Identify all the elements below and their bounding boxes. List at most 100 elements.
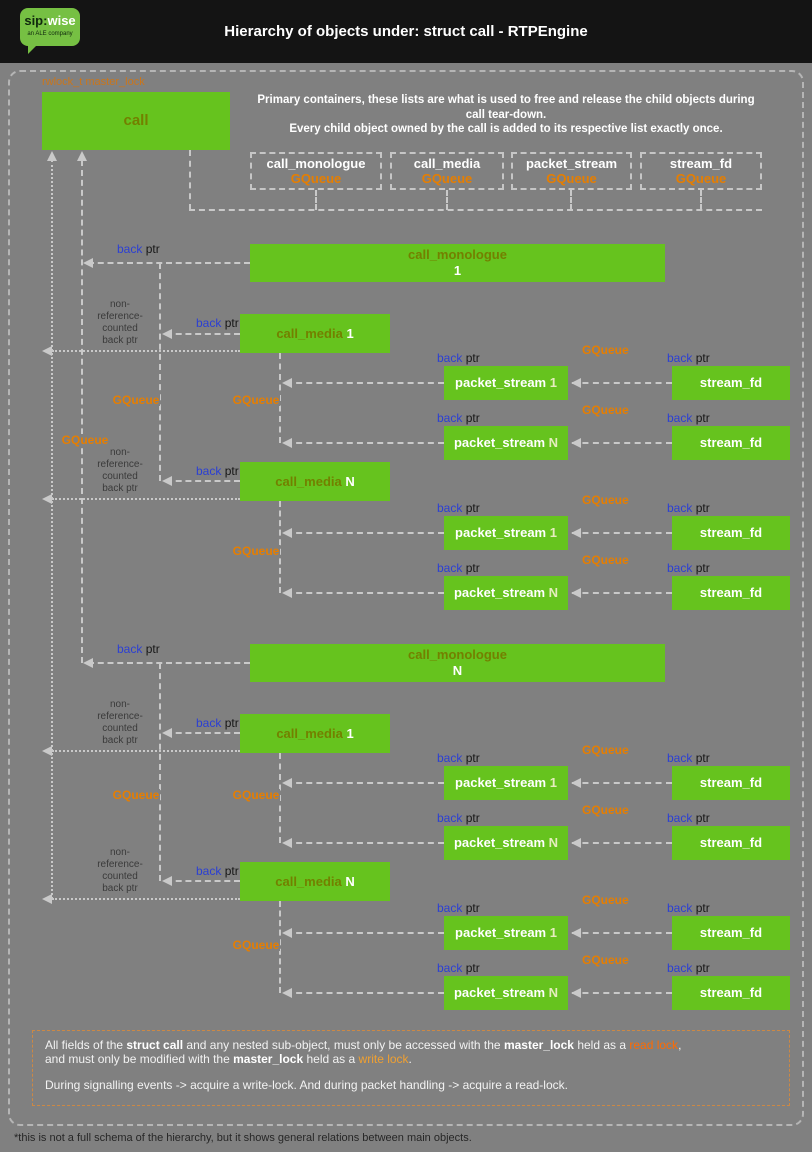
arrowhead-icon [42, 494, 52, 504]
intro-text: Primary containers, these lists are what… [248, 93, 764, 137]
header-bar: sip:wise an ALE company Hierarchy of obj… [0, 0, 812, 63]
packet-stream-n-box-b: packet_stream N [444, 576, 568, 610]
connector-line [286, 532, 444, 534]
arrowhead-icon [83, 658, 93, 668]
call-media-n-box-a: call_media N [240, 462, 390, 501]
connector-line [159, 263, 161, 481]
connector-line [166, 480, 240, 482]
logo-tagline: an ALE company [27, 30, 73, 37]
backptr-ps-na: back ptr [437, 411, 480, 425]
backptr-sf-8: back ptr [667, 961, 710, 975]
gqueue-ps-sf-4: GQueue [582, 553, 629, 567]
connector-line [572, 782, 672, 784]
arrowhead-icon [42, 346, 52, 356]
packet-stream-1-box-b: packet_stream 1 [444, 516, 568, 550]
notes-text: and must only be modified with the [45, 1051, 234, 1066]
backptr-ps-nb: back ptr [437, 561, 480, 575]
legend-type: GQueue [421, 171, 473, 186]
connector-line [286, 442, 444, 444]
logo-wordmark: sip:wise [24, 12, 76, 28]
arrowhead-icon [571, 988, 581, 998]
gqueue-ps-sf-1: GQueue [582, 343, 629, 357]
arrowhead-icon [571, 838, 581, 848]
arrowhead-icon [162, 476, 172, 486]
legend-packet-stream: packet_stream GQueue [511, 152, 632, 190]
connector-line [279, 353, 281, 443]
logo-speech-tail-icon [28, 45, 37, 54]
footnote: *this is not a full schema of the hierar… [14, 1132, 472, 1144]
connector-line [189, 150, 191, 210]
connector-line [52, 898, 240, 900]
intro-line-1: Primary containers, these lists are what… [257, 94, 755, 121]
arrowhead-icon [42, 894, 52, 904]
gqueue-media-streams-nb: GQueue [232, 938, 280, 952]
stream-fd-box-8: stream_fd [672, 976, 790, 1010]
gqueue-ps-sf-8: GQueue [582, 953, 629, 967]
connector-line [189, 209, 762, 211]
backptr-ps-nd: back ptr [437, 961, 480, 975]
gqueue-ps-sf-3: GQueue [582, 493, 629, 507]
logo-wise-text: wise [47, 12, 76, 28]
connector-line [572, 842, 672, 844]
notes-master-lock: master_lock [233, 1051, 304, 1066]
arrowhead-icon [571, 528, 581, 538]
master-lock-label: rwlock_t master_lock [42, 76, 145, 88]
connector-line [572, 532, 672, 534]
legend-type: GQueue [675, 171, 727, 186]
connector-line [700, 190, 702, 210]
legend-type: GQueue [546, 171, 597, 186]
connector-line [572, 442, 672, 444]
packet-stream-n-box-a: packet_stream N [444, 426, 568, 460]
connector-line [572, 932, 672, 934]
connector-line [279, 753, 281, 843]
packet-stream-1-box-d: packet_stream 1 [444, 916, 568, 950]
notes-text: held as a [303, 1051, 359, 1066]
arrowhead-icon [77, 151, 87, 161]
arrowhead-icon [282, 928, 292, 938]
legend-type: GQueue [290, 171, 342, 186]
call-box: call [42, 92, 230, 150]
locking-notes-line-1: All fields of the struct call and any ne… [45, 1038, 777, 1053]
arrowhead-icon [282, 588, 292, 598]
backptr-ps-1b: back ptr [437, 501, 480, 515]
gqueue-ps-sf-6: GQueue [582, 803, 629, 817]
backptr-ps-1a: back ptr [437, 351, 480, 365]
connector-line [572, 992, 672, 994]
connector-line [286, 382, 444, 384]
backptr-monologue-n: back ptr [117, 642, 160, 656]
gqueue-ps-sf-5: GQueue [582, 743, 629, 757]
notes-text: . [408, 1051, 412, 1066]
stream-fd-box-1: stream_fd [672, 366, 790, 400]
connector-line [52, 350, 240, 352]
arrowhead-icon [282, 778, 292, 788]
arrowhead-icon [571, 378, 581, 388]
backptr-ps-nc: back ptr [437, 811, 480, 825]
sipwise-logo: sip:wise an ALE company [20, 8, 82, 54]
call-media-1-box-a: call_media 1 [240, 314, 390, 353]
gqueue-media-streams-1a: GQueue [232, 393, 280, 407]
connector-line [446, 190, 448, 210]
legend-title: packet_stream [525, 156, 618, 171]
notes-struct-call: struct call [126, 1038, 184, 1052]
legend-title: call_media [413, 156, 481, 171]
legend-title: stream_fd [669, 156, 733, 171]
connector-line [166, 333, 240, 335]
backptr-ps-1d: back ptr [437, 901, 480, 915]
connector-line [166, 732, 240, 734]
call-media-1-box-b: call_media 1 [240, 714, 390, 753]
connector-line [51, 160, 53, 899]
gqueue-ps-sf-7: GQueue [582, 893, 629, 907]
stream-fd-box-7: stream_fd [672, 916, 790, 950]
arrowhead-icon [282, 438, 292, 448]
stream-fd-box-6: stream_fd [672, 826, 790, 860]
notes-write-lock: write lock [358, 1051, 409, 1066]
call-media-n-box-b: call_media N [240, 862, 390, 901]
connector-line [159, 663, 161, 881]
legend-title: call_monologue [266, 156, 366, 171]
stream-fd-box-3: stream_fd [672, 516, 790, 550]
gqueue-call-monologues: GQueue [61, 433, 109, 447]
